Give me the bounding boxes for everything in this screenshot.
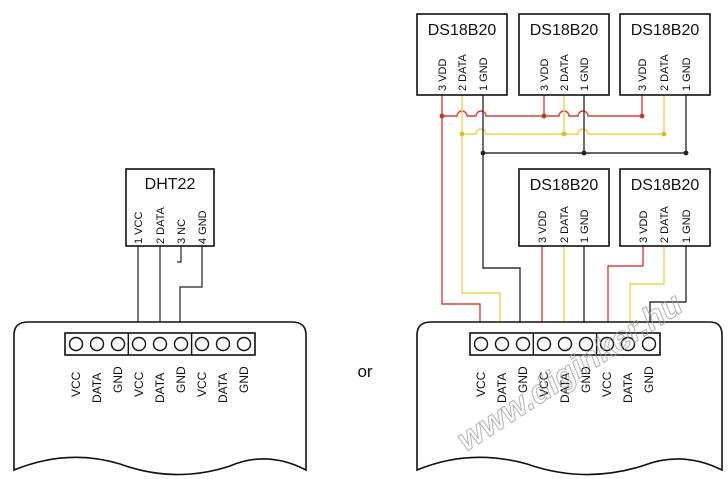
- dht22-pin-label: 2 DATA: [155, 206, 167, 244]
- terminal-screw: [215, 336, 231, 352]
- ds18b20-sensor-2: DS18B20 3 VDD 2 DATA 1 GND: [518, 13, 610, 96]
- ds18b20-pin-label: 2 DATA: [659, 53, 671, 91]
- ds18b20-pin-label: 3 VDD: [539, 59, 551, 91]
- ds18b20-pin-label: 2 DATA: [659, 205, 671, 243]
- right-board-outline: [416, 321, 723, 476]
- terminal-screw: [68, 336, 84, 352]
- ds18b20-pin-label: 2 DATA: [457, 53, 469, 91]
- left-terminal-label: VCC: [69, 371, 83, 397]
- right-terminal-label: VCC: [474, 371, 488, 397]
- dht22-sensor-box: [125, 168, 215, 247]
- dht22-pin-label: 3 NC: [176, 219, 188, 244]
- terminal-screw: [89, 336, 105, 352]
- left-terminal-label: VCC: [132, 371, 146, 397]
- vcc-wires: [441, 95, 644, 333]
- right-terminal-label: GND: [516, 366, 530, 393]
- right-terminal-label: VCC: [537, 371, 551, 397]
- ds18b20-pin-label: 1 GND: [681, 209, 693, 243]
- ds18b20-wires: [439, 95, 689, 333]
- terminal-screw: [473, 336, 489, 352]
- terminal-screw: [173, 336, 189, 352]
- terminal-screw: [599, 336, 615, 352]
- ds18b20-sensor-4: DS18B20 3 VDD 2 DATA 1 GND: [518, 168, 610, 247]
- ds18b20-pin-label: 1 GND: [579, 57, 591, 91]
- right-terminal-label: VCC: [600, 371, 614, 397]
- ds18b20-sensor-3: DS18B20 3 VDD 2 DATA 1 GND: [619, 13, 711, 96]
- left-terminal-label: DATA: [153, 373, 167, 403]
- ds18b20-pin-label: 3 VDD: [437, 59, 449, 91]
- terminal-screw: [536, 336, 552, 352]
- ds18b20-pin-label: 1 GND: [579, 209, 591, 243]
- ds18b20-pin-label: 2 DATA: [559, 53, 571, 91]
- ds18b20-pin-label: 3 VDD: [638, 211, 650, 243]
- ds18b20-pin-label: 3 VDD: [637, 59, 649, 91]
- terminal-screw: [641, 336, 657, 352]
- terminal-screw: [110, 336, 126, 352]
- ds18b20-title: DS18B20: [631, 22, 700, 39]
- left-board-outline: [13, 321, 307, 476]
- right-diagram: DS18B20 3 VDD 2 DATA 1 GND DS18B20 3 VDD…: [416, 13, 723, 476]
- terminal-screw: [557, 336, 573, 352]
- data-wires: [461, 95, 665, 333]
- left-terminal-label: GND: [174, 366, 188, 393]
- right-terminal-label: GND: [579, 366, 593, 393]
- ds18b20-pin-label: 1 GND: [681, 57, 693, 91]
- terminal-screw: [194, 336, 210, 352]
- terminal-screw: [578, 336, 594, 352]
- left-terminal-label: GND: [111, 366, 125, 393]
- terminal-screw: [515, 336, 531, 352]
- right-terminal-label: DATA: [495, 373, 509, 403]
- terminal-screw: [131, 336, 147, 352]
- ds18b20-title: DS18B20: [530, 22, 599, 39]
- left-diagram: DHT22 1 VCC 2 DATA 3 NC 4 GND VCC DATA G: [13, 168, 307, 476]
- left-terminal-label: GND: [237, 366, 251, 393]
- ds18b20-sensor-1: DS18B20 3 VDD 2 DATA 1 GND: [416, 13, 508, 96]
- left-terminal-label: DATA: [90, 373, 104, 403]
- dht22-pin-label: 1 VCC: [133, 212, 145, 244]
- terminal-screw: [494, 336, 510, 352]
- ds18b20-pin-label: 3 VDD: [537, 211, 549, 243]
- left-terminal-label: DATA: [216, 373, 230, 403]
- wire-junctions: [439, 113, 689, 156]
- left-terminal-block: [64, 332, 256, 356]
- terminal-screw: [236, 336, 252, 352]
- right-terminal-label: GND: [642, 366, 656, 393]
- right-terminal-block: [469, 332, 661, 356]
- ds18b20-pin-label: 2 DATA: [559, 205, 571, 243]
- left-terminal-label: VCC: [195, 371, 209, 397]
- right-terminal-label: DATA: [621, 373, 635, 403]
- ds18b20-pin-label: 1 GND: [478, 57, 490, 91]
- ds18b20-sensor-5: DS18B20 3 VDD 2 DATA 1 GND: [619, 168, 711, 247]
- ds18b20-title: DS18B20: [631, 177, 700, 194]
- terminal-screw: [620, 336, 636, 352]
- or-separator: or: [357, 362, 372, 381]
- dht22-pin-label: 4 GND: [197, 210, 209, 244]
- ds18b20-title: DS18B20: [530, 177, 599, 194]
- right-terminal-label: DATA: [558, 373, 572, 403]
- dht22-wires: [137, 246, 203, 333]
- terminal-screw: [152, 336, 168, 352]
- ds18b20-title: DS18B20: [428, 22, 497, 39]
- dht22-title: DHT22: [145, 176, 196, 193]
